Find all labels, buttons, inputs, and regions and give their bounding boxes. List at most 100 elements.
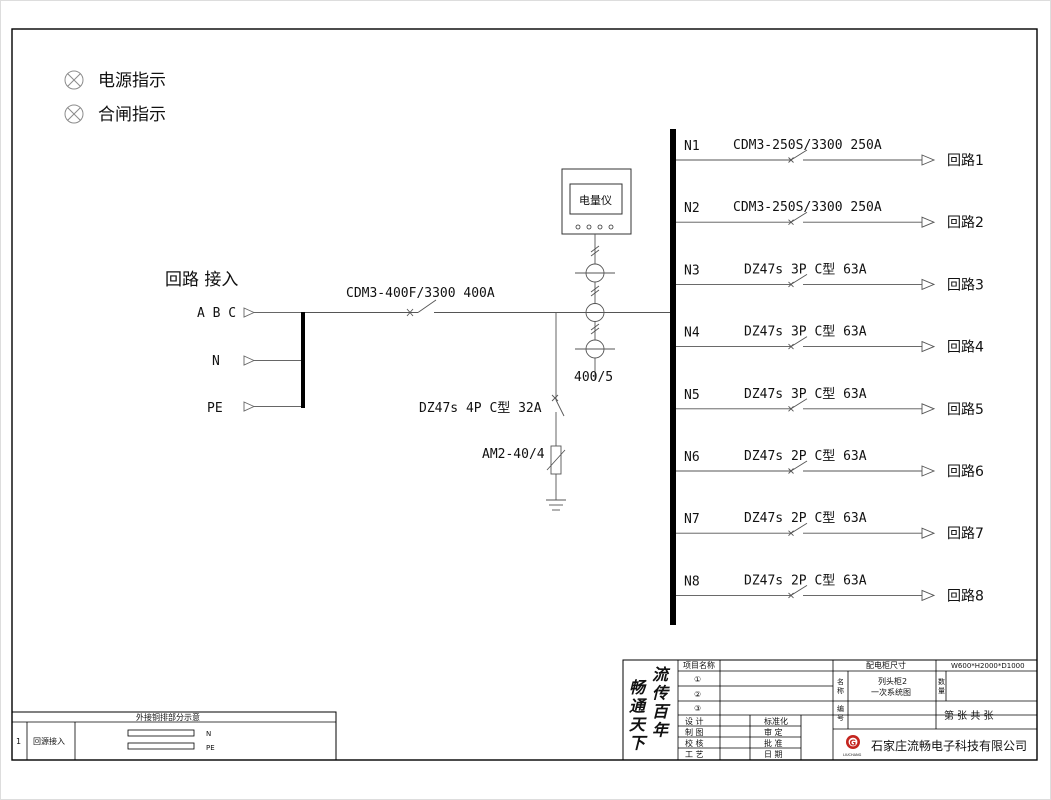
drawing-name-line2: 一次系统图 <box>871 687 911 697</box>
meter-button <box>586 224 592 230</box>
circuit-n4: N4 DZ47s 3P C型 63A 回路4 <box>676 325 984 356</box>
design-label: 设 计 <box>685 716 704 726</box>
n-bar-icon <box>127 729 195 737</box>
closing-indicator-lamp-icon <box>64 104 84 124</box>
terminal-arrow-icon <box>921 216 936 228</box>
cabinet-size-label: 配电柜尺寸 <box>866 660 906 670</box>
circuit-breaker-label: CDM3-250S/3300 250A <box>733 200 882 215</box>
circuit-breaker-label: DZ47s 2P C型 63A <box>744 511 867 526</box>
breaker-contact <box>790 211 808 223</box>
svg-text:流传百年: 流传百年 <box>652 665 671 740</box>
ct-ratio-label: 400/5 <box>574 370 613 385</box>
current-transformers <box>575 234 615 380</box>
title-block-text: 畅通天下 流传百年 项目名称 ① ② ③ 设 计 制 图 校 核 工 艺 标准化… <box>629 660 1027 759</box>
company-slogan: 畅通天下 流传百年 <box>629 665 671 753</box>
bus-table-pe-label: PE <box>206 744 215 752</box>
meter-button <box>575 224 581 230</box>
breaker-contact <box>790 274 808 285</box>
abc-terminal-icon <box>243 307 256 318</box>
incoming-n-label: N <box>212 354 220 369</box>
circuit-n8: N8 DZ47s 2P C型 63A 回路8 <box>676 573 984 604</box>
review-label: 审 定 <box>764 727 783 737</box>
breaker-contact <box>790 149 808 161</box>
circuit-id: N3 <box>684 263 700 278</box>
breaker-contact <box>790 336 808 347</box>
incoming-title: 回路 接入 <box>165 270 238 290</box>
meter-label: 电量仪 <box>579 194 612 207</box>
name-label: 名称 <box>837 677 844 695</box>
breaker-contact <box>790 522 808 534</box>
bus-table-title: 外接铜排部分示意 <box>136 712 200 722</box>
circuit-name: 回路4 <box>947 340 984 356</box>
power-meter: 电量仪 <box>561 168 632 235</box>
circuit-breaker-label: DZ47s 2P C型 63A <box>744 449 867 464</box>
circuit-id: N6 <box>684 450 700 465</box>
incoming-terminals <box>243 307 303 412</box>
company-name: 石家庄流畅电子科技有限公司 <box>871 738 1027 753</box>
circuit-breaker-label: DZ47s 3P C型 63A <box>744 325 867 340</box>
breaker-contact <box>790 398 808 410</box>
circuit-breaker-label: CDM3-250S/3300 250A <box>733 138 882 153</box>
logo-subtext: LIUCHANG <box>843 753 862 757</box>
circuit-id: N7 <box>684 512 700 527</box>
drawing-label: 制 图 <box>685 727 704 737</box>
main-line <box>305 299 670 317</box>
incoming-pe-label: PE <box>207 401 223 416</box>
row-circle-1: ① <box>694 675 701 684</box>
terminal-arrow-icon <box>921 154 936 166</box>
svg-text:畅通天下: 畅通天下 <box>629 678 648 753</box>
circuit-id: N2 <box>684 201 700 216</box>
terminal-arrow-icon <box>921 465 936 477</box>
circuit-name: 回路8 <box>947 588 984 604</box>
process-label: 工 艺 <box>685 750 704 759</box>
n-terminal-icon <box>243 355 256 366</box>
spd-branch <box>546 312 566 511</box>
row-circle-2: ② <box>694 690 701 699</box>
code-label: 编号 <box>837 704 844 722</box>
power-indicator-lamp-icon <box>64 70 84 90</box>
incoming-busbar <box>301 312 305 408</box>
circuit-id: N4 <box>684 326 700 341</box>
terminal-arrow-icon <box>921 403 936 415</box>
circuit-breaker-label: DZ47s 2P C型 63A <box>744 573 867 588</box>
cabinet-size-value: W600*H2000*D1000 <box>951 662 1025 670</box>
quantity-label: 数量 <box>938 677 945 695</box>
circuit-name: 回路1 <box>947 153 984 169</box>
spd-label: AM2-40/4 <box>482 447 545 462</box>
main-breaker-label: CDM3-400F/3300 400A <box>346 286 495 301</box>
legend-power-indicator: 电源指示 <box>64 70 166 91</box>
main-busbar <box>670 129 676 625</box>
circuit-id: N8 <box>684 574 700 589</box>
standard-label: 标准化 <box>764 716 788 726</box>
spd-breaker-label: DZ47s 4P C型 32A <box>419 401 542 416</box>
circuit-n6: N6 DZ47s 2P C型 63A 回路6 <box>676 449 984 480</box>
pe-bar-icon <box>127 742 195 750</box>
bus-table-n-label: N <box>206 730 211 738</box>
circuit-name: 回路2 <box>947 215 984 231</box>
bus-table: 外接铜排部分示意 1 回源接入 N PE <box>11 711 337 761</box>
circuit-n2: N2 CDM3-250S/3300 250A 回路2 <box>676 200 984 231</box>
power-indicator-label: 电源指示 <box>98 71 166 91</box>
circuit-id: N1 <box>684 139 700 154</box>
title-block <box>622 659 1038 761</box>
circuit-n1: N1 CDM3-250S/3300 250A 回路1 <box>676 138 984 169</box>
bus-table-row-label: 回源接入 <box>33 736 65 746</box>
logo-letter: G <box>850 739 857 748</box>
date-label: 日 期 <box>764 750 783 759</box>
drawing-frame <box>11 28 1038 761</box>
meter-screen <box>569 183 623 215</box>
circuit-name: 回路6 <box>947 464 984 480</box>
sheet-info: 第 张 共 张 <box>944 709 994 722</box>
bus-table-row-number: 1 <box>16 737 21 746</box>
main-breaker-contact <box>417 299 437 313</box>
terminal-arrow-icon <box>921 278 936 291</box>
circuit-id: N5 <box>684 388 700 403</box>
meter-button <box>608 224 614 230</box>
proof-label: 校 核 <box>685 738 704 748</box>
terminal-arrow-icon <box>921 340 936 353</box>
legend-closing-indicator: 合闸指示 <box>64 104 166 125</box>
